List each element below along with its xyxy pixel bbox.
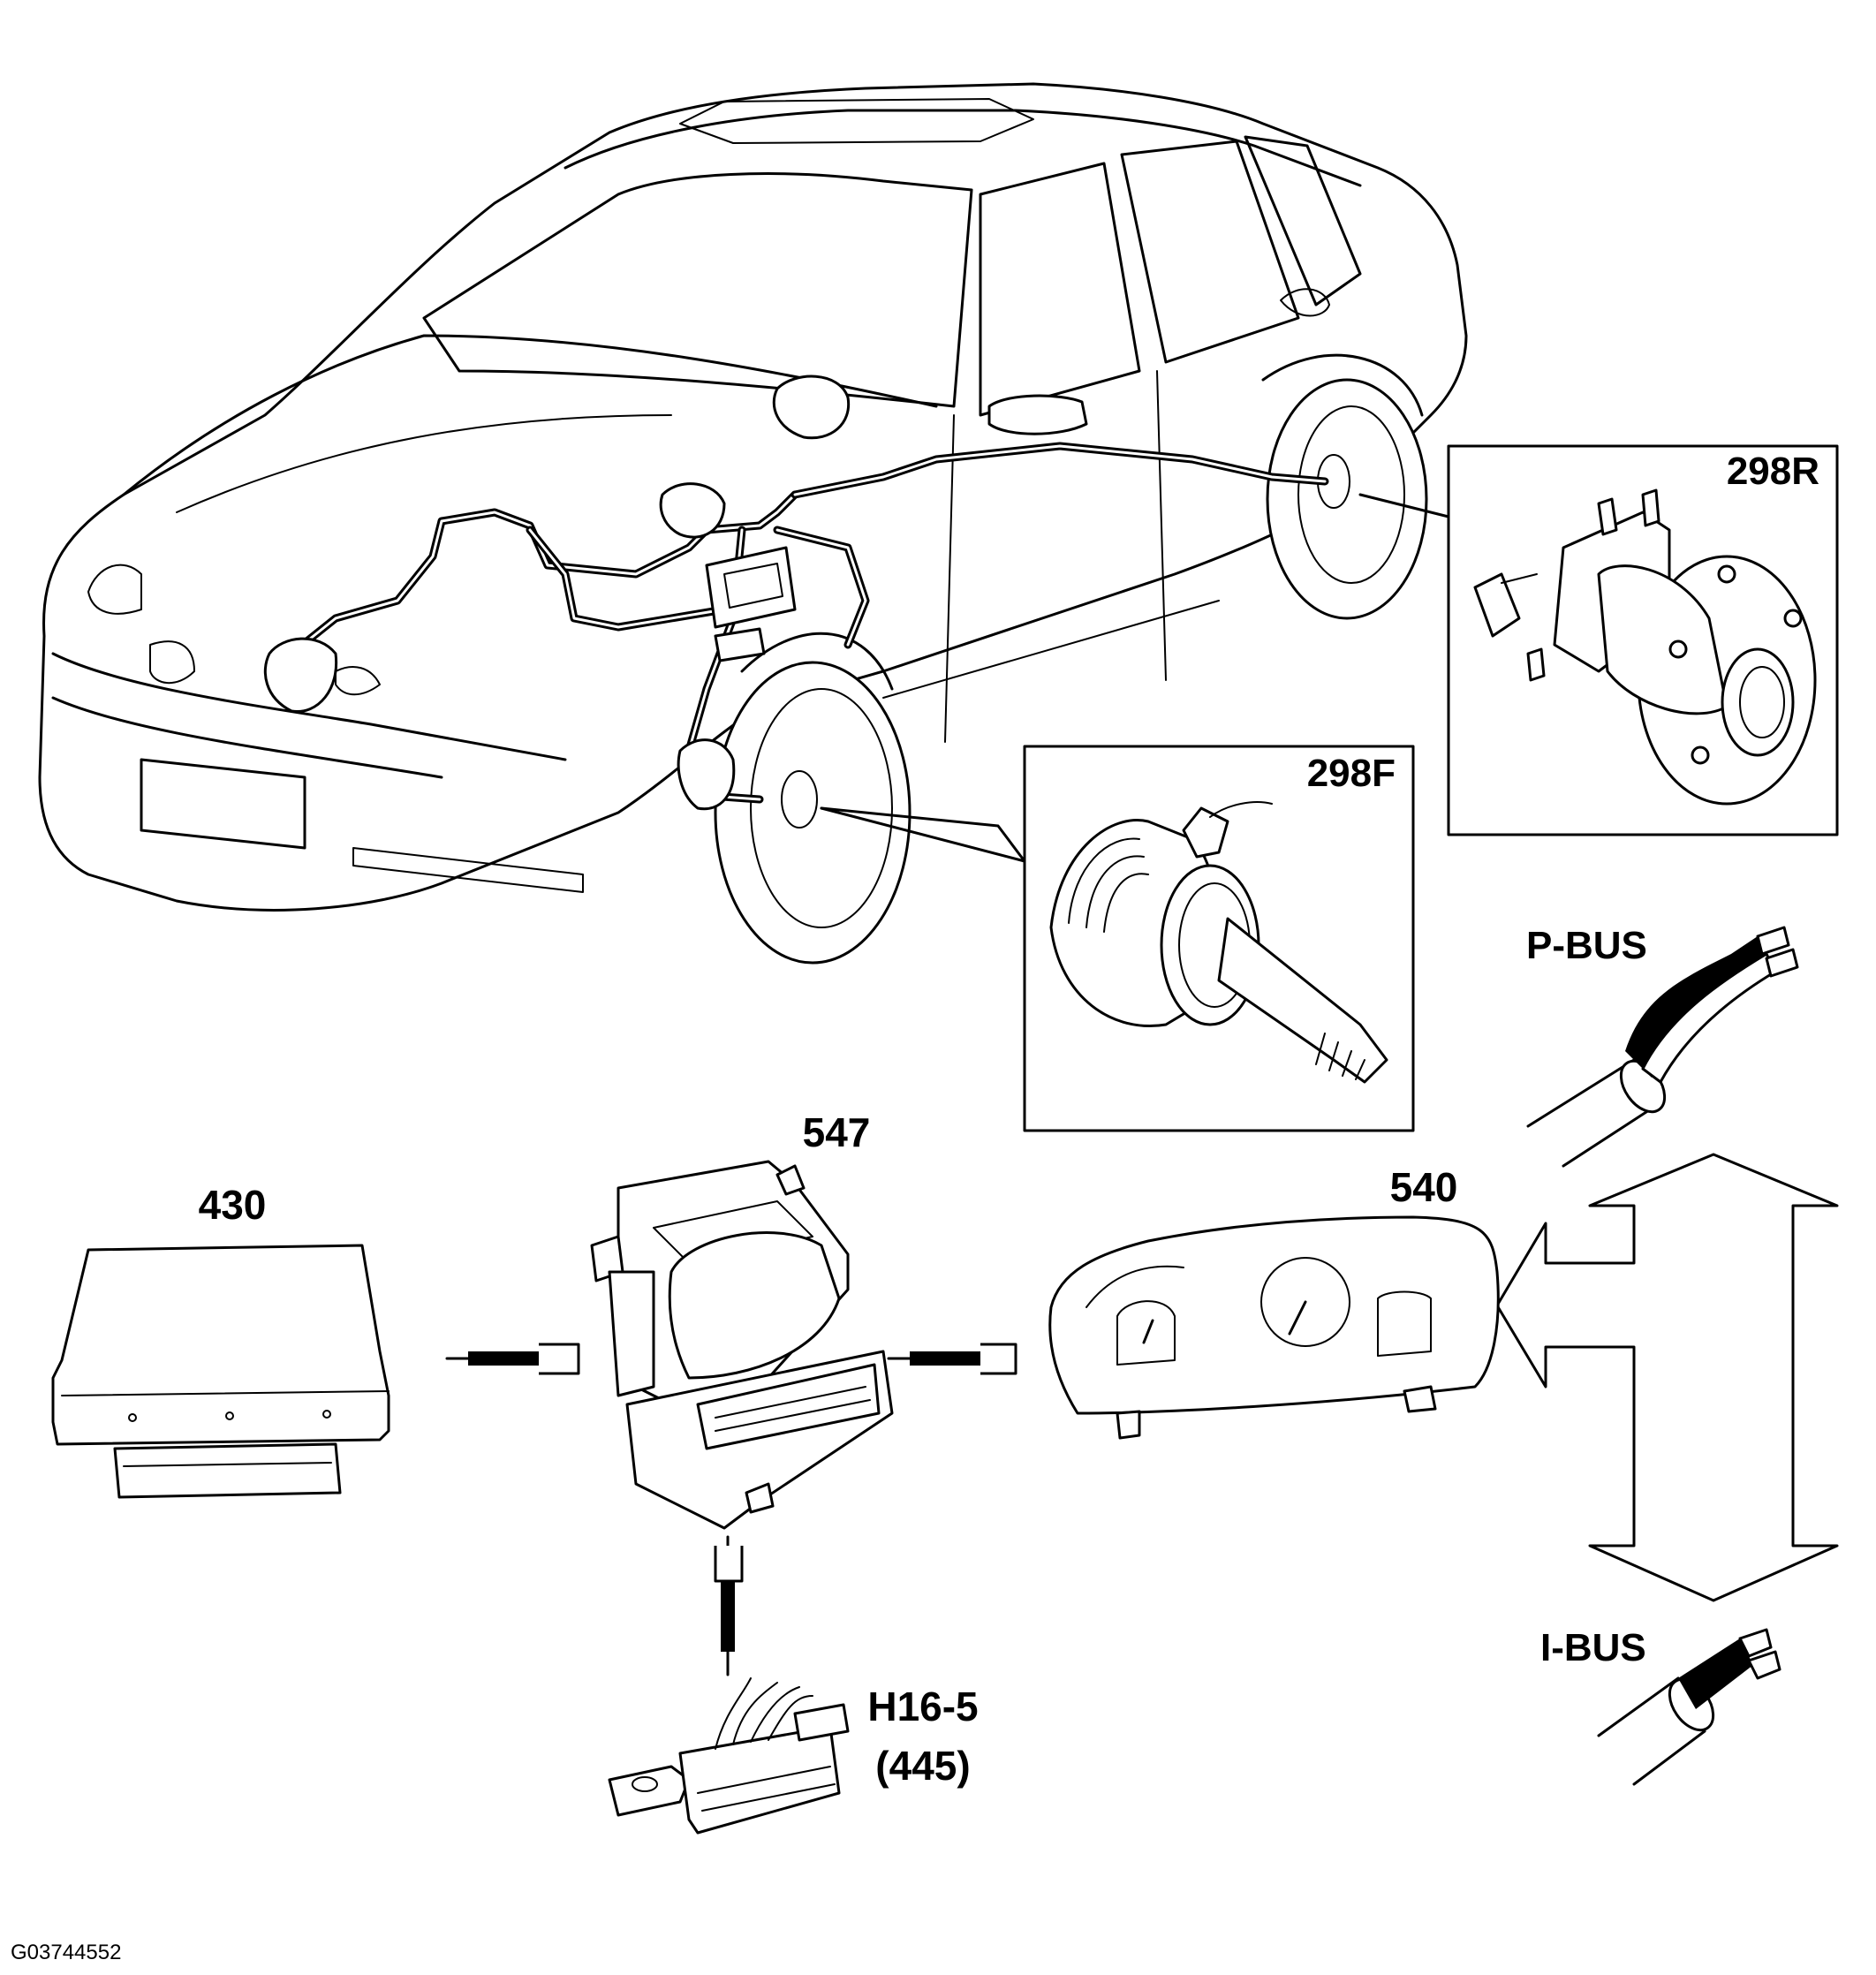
bus-double-arrow — [1495, 1153, 1839, 1602]
connector-547-diag — [714, 1535, 744, 1676]
connector-430-547 — [445, 1343, 580, 1375]
label-445: (445) — [875, 1743, 970, 1789]
bus-legend: P-BUS I-BUS — [1526, 924, 1799, 1786]
rear-wheel — [1266, 378, 1428, 620]
label-547: 547 — [803, 1109, 871, 1155]
label-430: 430 — [199, 1182, 267, 1228]
label-pbus: P-BUS — [1526, 924, 1647, 967]
instrument-cluster-540: 540 — [1048, 1164, 1500, 1440]
pbus-cable-icon — [1526, 926, 1799, 1168]
front-left-sensor — [263, 637, 338, 714]
front-wheel — [714, 661, 912, 965]
front-wheel-sensor-callout: 298F — [820, 745, 1415, 1132]
ibus-cable-icon — [1597, 1628, 1781, 1786]
label-298r: 298R — [1727, 450, 1819, 493]
diagnostic-connector-h16-5: H16-5 (445) — [608, 1677, 979, 1835]
abs-wiring-harness — [263, 375, 1329, 811]
label-ibus: I-BUS — [1540, 1626, 1646, 1669]
brake-booster — [772, 375, 851, 440]
drive-shaft — [1217, 917, 1388, 1084]
car-illustration — [38, 82, 1468, 965]
ecm-430: 430 — [51, 1182, 390, 1499]
label-298f: 298F — [1307, 752, 1396, 795]
connector-547-540 — [887, 1343, 1017, 1375]
abs-control-unit-547: 547 — [590, 1109, 894, 1530]
rear-wheel-sensor-callout: 298R — [1358, 444, 1839, 836]
label-h16-5: H16-5 — [867, 1684, 978, 1729]
figure-id: G03744552 — [11, 1941, 121, 1964]
label-540: 540 — [1390, 1164, 1458, 1210]
